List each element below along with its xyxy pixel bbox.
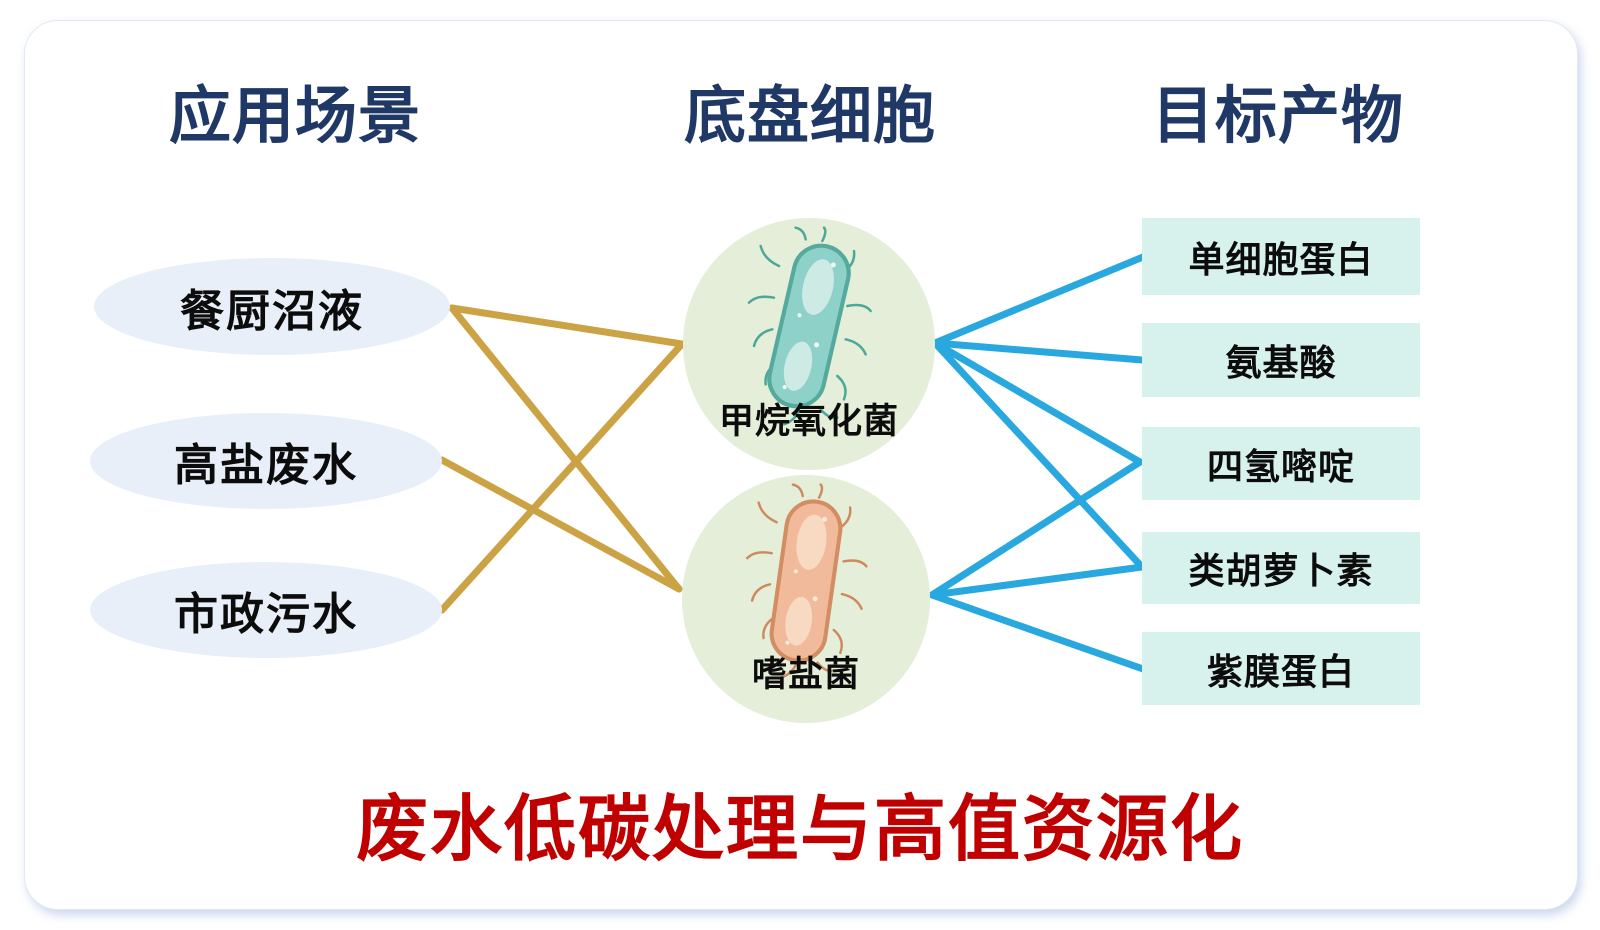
bacterium-body [767, 243, 851, 409]
methanotroph-bacterium-illustration [747, 226, 872, 426]
product-box-purple-membrane-protein: 紫膜蛋白 [1142, 632, 1420, 705]
product-box-ectoine: 四氢嘧啶 [1142, 427, 1420, 500]
scenario-ellipse-municipal-sewage: 市政污水 [90, 562, 442, 658]
scenario-ellipse-high-salt-wastewater: 高盐废水 [90, 413, 442, 509]
column-header-chassis: 底盘细胞 [683, 82, 936, 151]
product-box-amino-acid: 氨基酸 [1142, 323, 1420, 397]
cell-label-methanotroph: 甲烷氧化菌 [718, 402, 899, 441]
column-header-scenarios: 应用场景 [168, 82, 421, 151]
chassis-cell-halophile: 嗜盐菌 [682, 475, 930, 723]
cell-label-halophile: 嗜盐菌 [751, 655, 860, 694]
footer-slogan: 废水低碳处理与高值资源化 [355, 790, 1244, 870]
product-box-single-cell-protein: 单细胞蛋白 [1142, 218, 1420, 295]
halophile-bacterium-illustration [745, 483, 868, 679]
bacterium-body [769, 499, 843, 663]
scenario-ellipse-kitchen-biogas: 餐厨沼液 [94, 258, 450, 355]
chassis-cell-methanotroph: 甲烷氧化菌 [683, 218, 935, 470]
product-box-carotenoid: 类胡萝卜素 [1142, 532, 1420, 604]
column-header-products: 目标产物 [1151, 82, 1404, 151]
